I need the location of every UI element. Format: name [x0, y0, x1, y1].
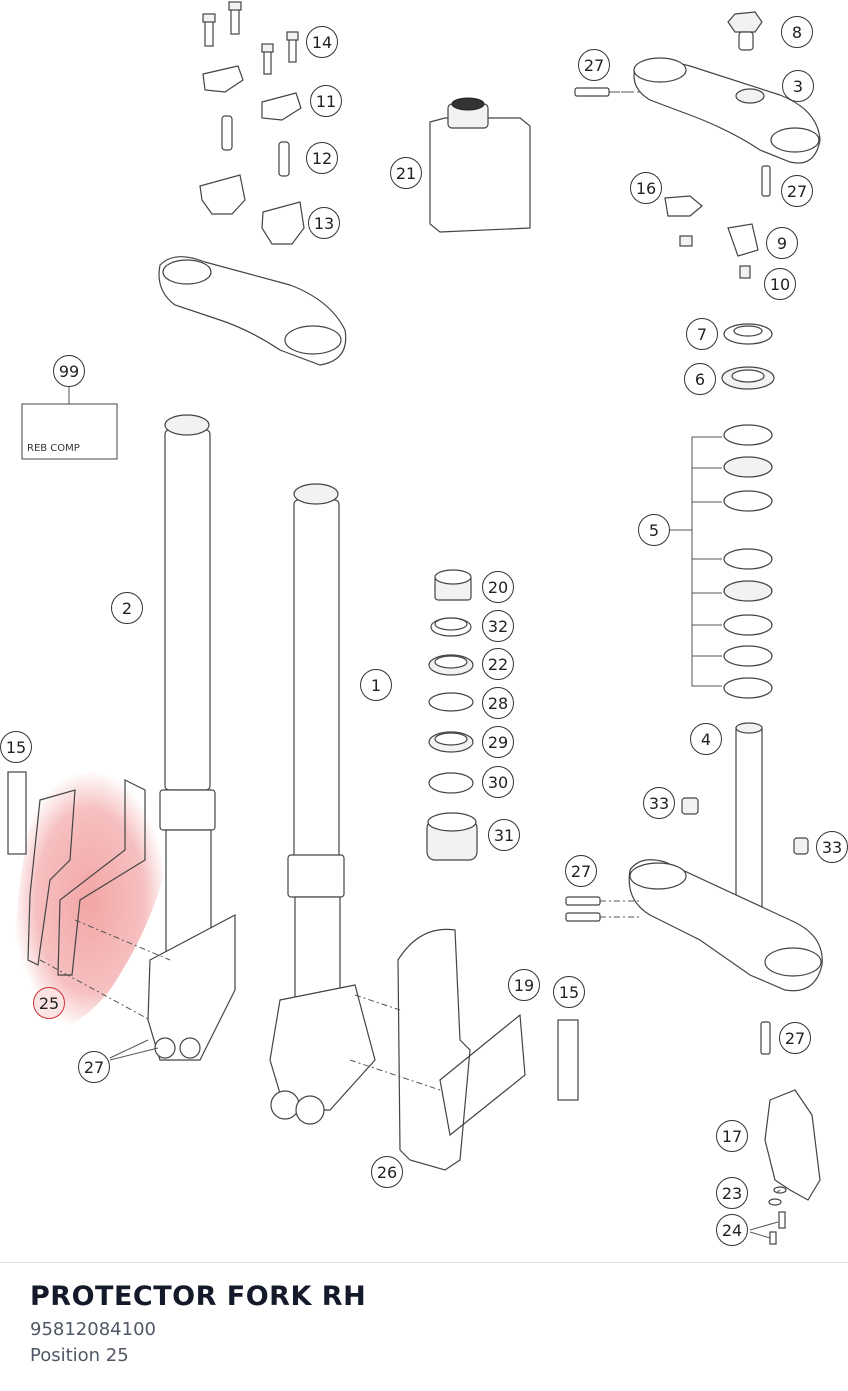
callout-2[interactable]: 2 — [111, 592, 143, 624]
callout-27[interactable]: 27 — [781, 175, 813, 207]
kit-label: REB COMP — [27, 443, 80, 454]
callout-14[interactable]: 14 — [306, 26, 338, 58]
callout-33[interactable]: 33 — [816, 831, 848, 863]
bolts-14 — [202, 1, 299, 75]
callout-30[interactable]: 30 — [482, 766, 514, 798]
fork-leg-2 — [147, 414, 236, 1061]
bearings-7-6 — [721, 323, 775, 390]
callout-27[interactable]: 27 — [779, 1022, 811, 1054]
bolts-12 — [221, 115, 290, 177]
part-title: PROTECTOR FORK RH — [30, 1281, 367, 1312]
seal-stack-20-31 — [426, 569, 478, 861]
fork-oil-can-21 — [429, 97, 531, 233]
bracket-17-23-24 — [764, 1089, 821, 1245]
protector-fork-25[interactable] — [27, 779, 171, 1021]
callout-99[interactable]: 99 — [53, 355, 85, 387]
callout-25-selected[interactable]: 25 — [33, 987, 65, 1019]
sticker-15-right — [557, 1019, 579, 1101]
clamps-13 — [199, 174, 305, 245]
callout-16[interactable]: 16 — [630, 172, 662, 204]
protector-26-19 — [349, 928, 526, 1171]
callout-6[interactable]: 6 — [684, 363, 716, 395]
callout-5[interactable]: 5 — [638, 514, 670, 546]
exploded-parts-diagram: 14 11 12 13 21 8 27 3 27 16 9 10 7 6 99 … — [0, 1, 848, 1246]
callout-22[interactable]: 22 — [482, 648, 514, 680]
callout-27[interactable]: 27 — [578, 49, 610, 81]
lower-triple-clamp-4 — [565, 722, 823, 1055]
upper-triple-clamp-left — [158, 256, 347, 366]
callout-12[interactable]: 12 — [306, 142, 338, 174]
upper-triple-clamp-3 — [574, 57, 821, 197]
sticker-15-left — [7, 771, 27, 855]
callout-4[interactable]: 4 — [690, 723, 722, 755]
callout-9[interactable]: 9 — [766, 227, 798, 259]
callout-21[interactable]: 21 — [390, 157, 422, 189]
fork-leg-1 — [269, 483, 376, 1125]
part-25-highlight[interactable] — [12, 770, 168, 1032]
kit-99-box — [21, 403, 118, 460]
callout-8[interactable]: 8 — [781, 16, 813, 48]
callout-11[interactable]: 11 — [310, 85, 342, 117]
callout-7[interactable]: 7 — [686, 318, 718, 350]
callout-10[interactable]: 10 — [764, 268, 796, 300]
part-position: Position 25 — [30, 1345, 129, 1366]
callout-26[interactable]: 26 — [371, 1156, 403, 1188]
callout-13[interactable]: 13 — [308, 207, 340, 239]
leader-lines — [109, 91, 781, 1239]
nut-8 — [727, 11, 763, 51]
callout-29[interactable]: 29 — [482, 726, 514, 758]
clip-16 — [664, 195, 703, 217]
callout-17[interactable]: 17 — [716, 1120, 748, 1152]
adjuster-9-10 — [679, 223, 759, 279]
callout-32[interactable]: 32 — [482, 610, 514, 642]
callout-15[interactable]: 15 — [553, 976, 585, 1008]
callout-27[interactable]: 27 — [78, 1051, 110, 1083]
part-info-panel: PROTECTOR FORK RH 95812084100 Position 2… — [0, 1262, 848, 1391]
callout-31[interactable]: 31 — [488, 819, 520, 851]
callout-15[interactable]: 15 — [0, 731, 32, 763]
callout-28[interactable]: 28 — [482, 687, 514, 719]
callout-27[interactable]: 27 — [565, 855, 597, 887]
diagram-drawing — [7, 1, 823, 1245]
callout-20[interactable]: 20 — [482, 571, 514, 603]
callout-1[interactable]: 1 — [360, 669, 392, 701]
bearing-set-5 — [668, 424, 773, 699]
part-number: 95812084100 — [30, 1319, 156, 1340]
callout-23[interactable]: 23 — [716, 1177, 748, 1209]
callout-33[interactable]: 33 — [643, 787, 675, 819]
clamps-11 — [202, 65, 302, 121]
callout-19[interactable]: 19 — [508, 969, 540, 1001]
callout-3[interactable]: 3 — [782, 70, 814, 102]
callout-24[interactable]: 24 — [716, 1214, 748, 1246]
